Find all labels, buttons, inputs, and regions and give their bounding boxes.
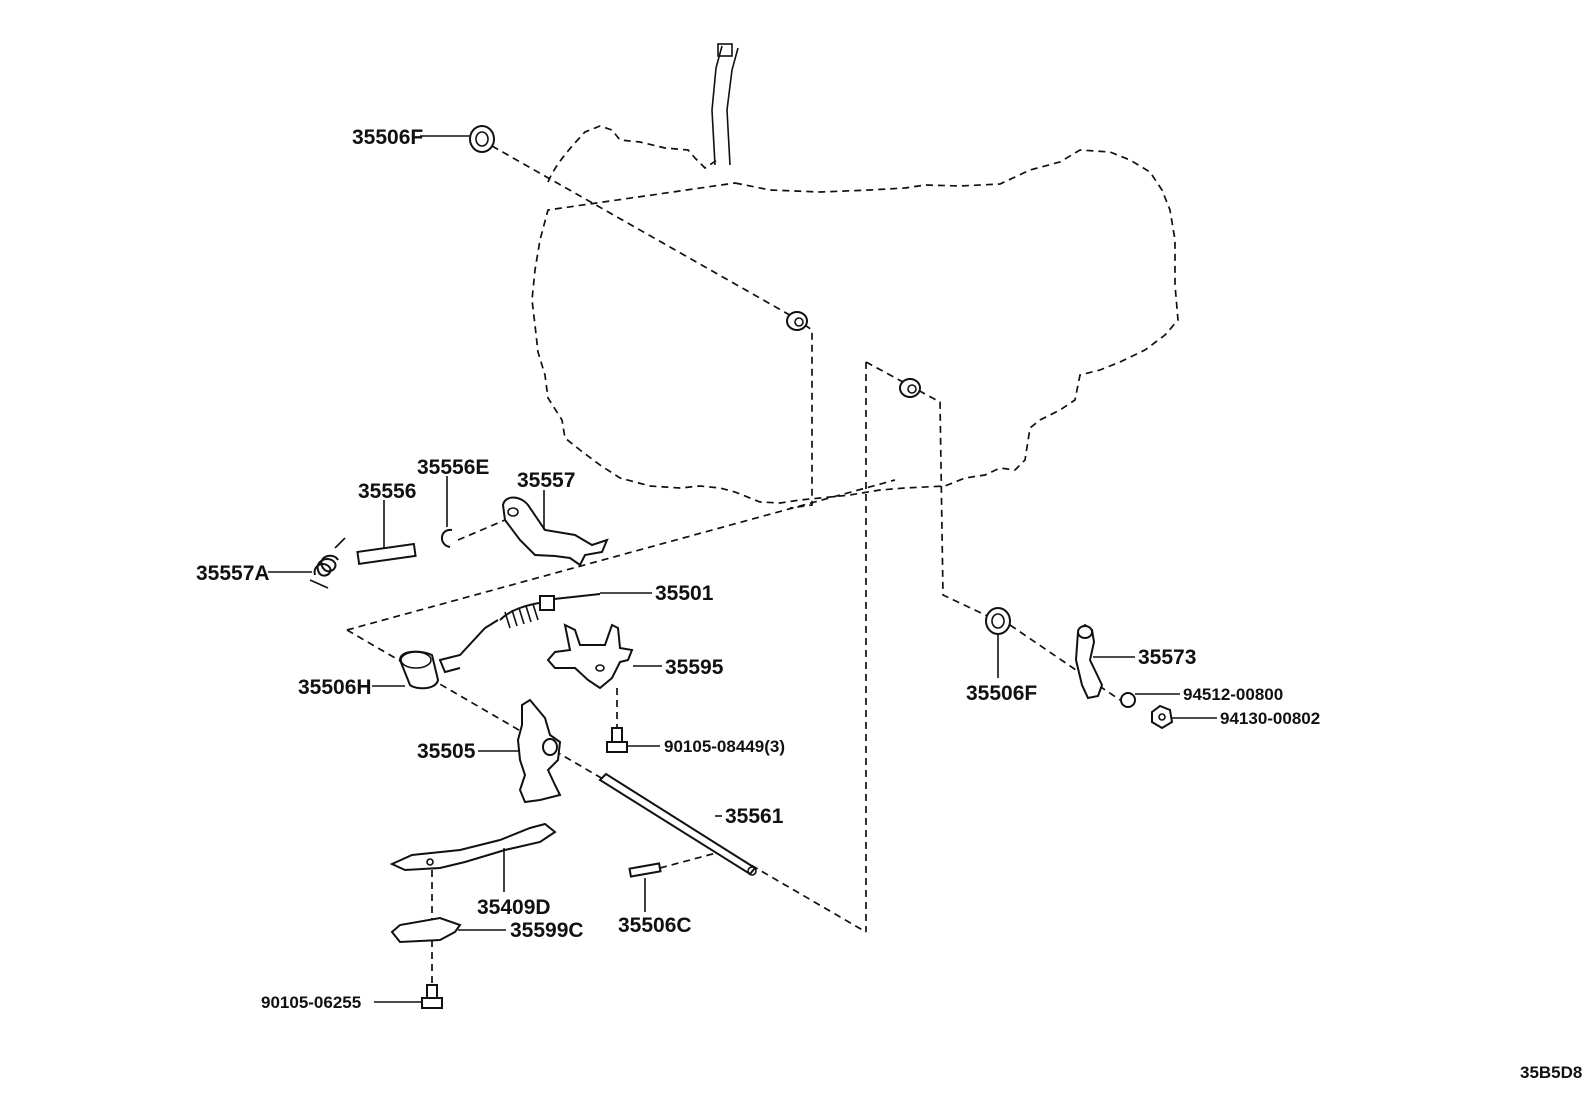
plate-35599c	[390, 916, 462, 944]
bolt-90105-06255	[421, 984, 443, 1009]
label-35409d: 35409D	[477, 896, 551, 919]
label-35501: 35501	[655, 582, 714, 605]
alignment-line-spring	[457, 519, 506, 541]
label-35506f-top: 35506F	[352, 126, 423, 149]
alignment-line-upper-left	[346, 479, 896, 631]
label-94512-00800: 94512-00800	[1183, 685, 1283, 704]
oil-seal-35506f-right	[985, 607, 1011, 635]
label-35573: 35573	[1138, 646, 1196, 669]
label-90105-06255: 90105-06255	[261, 993, 361, 1012]
bracket-35595	[546, 623, 634, 690]
label-35599c: 35599C	[510, 919, 584, 942]
bushing-35506h	[398, 650, 440, 690]
detent-lever-35505	[516, 698, 562, 804]
label-94130-00802: 94130-00802	[1220, 709, 1320, 728]
housing-seal-right	[899, 378, 921, 398]
nut-94130-00802	[1151, 704, 1174, 730]
lever-35557	[501, 496, 609, 567]
label-35557: 35557	[517, 469, 575, 492]
pin-35556	[356, 542, 417, 565]
oil-seal-35506f-top	[469, 125, 495, 153]
e-ring-35556e	[441, 528, 453, 548]
spring-35557a	[309, 537, 346, 589]
label-35556: 35556	[358, 480, 416, 503]
label-35557a: 35557A	[196, 562, 270, 585]
transmission-housing-outline	[531, 125, 1179, 504]
label-35556e: 35556E	[417, 456, 489, 479]
bolt-90105-08449	[606, 727, 628, 753]
alignment-line-center	[865, 361, 997, 621]
manual-shaft-35561	[598, 772, 757, 876]
housing-seal-left	[786, 311, 808, 331]
spring-plate-35409d	[389, 822, 557, 872]
washer-94512-00800	[1120, 692, 1136, 708]
label-35561: 35561	[725, 805, 784, 828]
lever-35573	[1074, 623, 1104, 700]
label-35505: 35505	[417, 740, 476, 763]
detent-rod-35501	[438, 593, 601, 674]
alignment-line-top	[491, 145, 813, 509]
label-35595: 35595	[665, 656, 724, 679]
label-35506c: 35506C	[618, 914, 692, 937]
diagram-code: 35B5D8	[1520, 1063, 1582, 1082]
shift-cable	[711, 43, 739, 166]
pin-35506c	[628, 862, 662, 878]
label-35506h: 35506H	[298, 676, 372, 699]
label-35506f-right: 35506F	[966, 682, 1037, 705]
alignment-line-pin	[659, 851, 721, 869]
label-90105-08449: 90105-08449(3)	[664, 737, 785, 756]
